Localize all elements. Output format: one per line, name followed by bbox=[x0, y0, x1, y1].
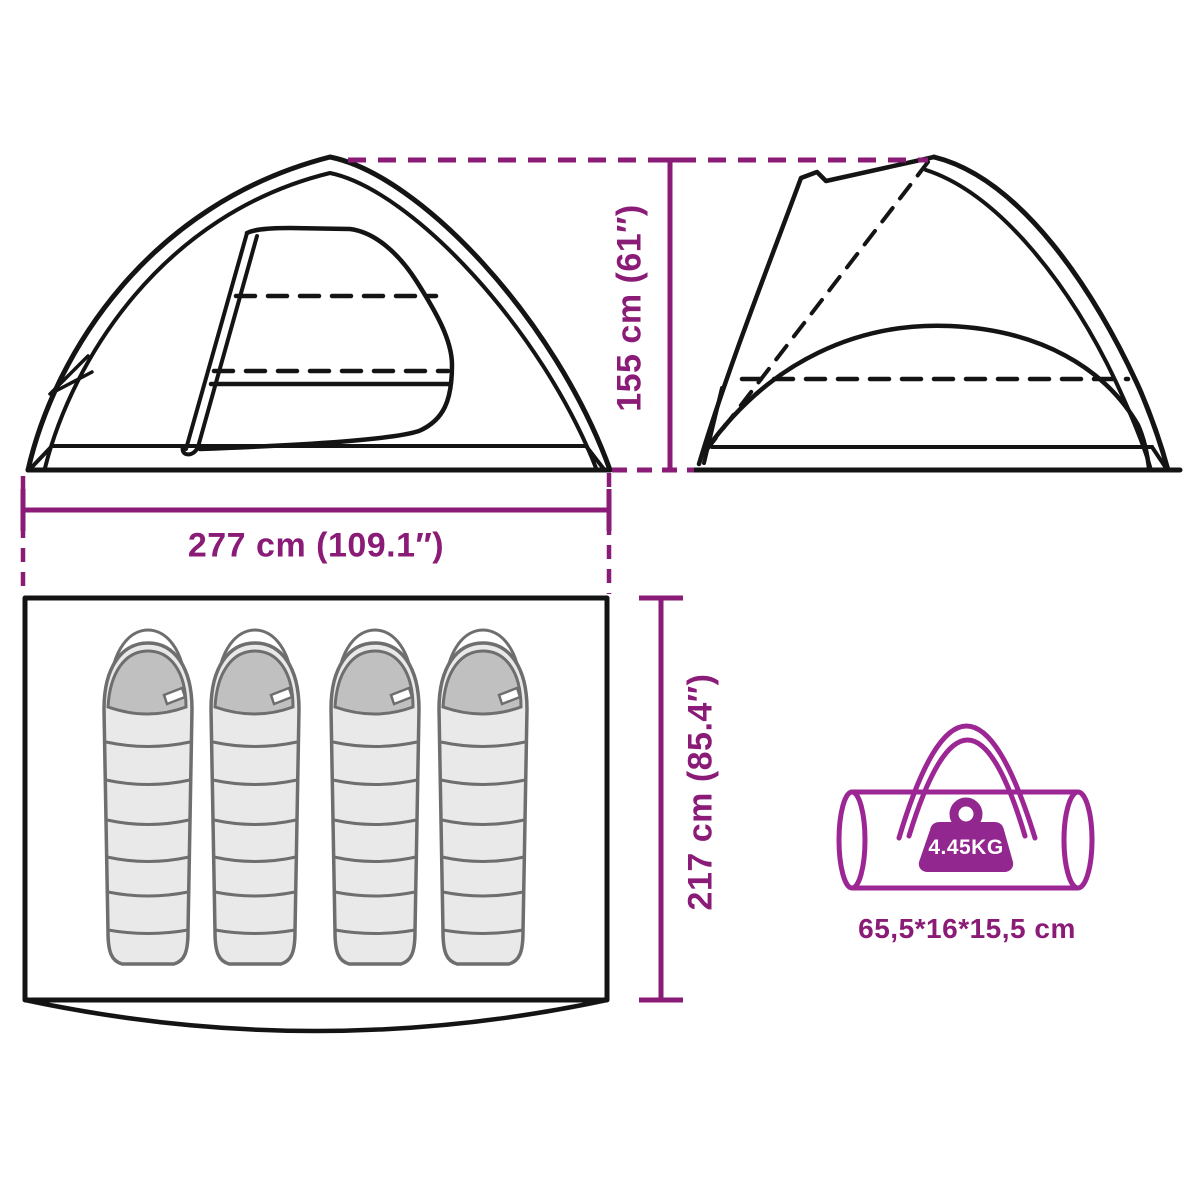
depth-dimension-label: 217 cm (85.4″) bbox=[681, 673, 720, 911]
height-dimension-label: 155 cm (61″) bbox=[610, 204, 649, 412]
weight-icon bbox=[918, 797, 1014, 872]
sleeping-bag-icon bbox=[102, 628, 194, 966]
bag-weight-label: 4.45KG bbox=[928, 836, 1004, 859]
tent-side-view-drawing bbox=[25, 154, 613, 473]
height-dimension-line bbox=[348, 157, 928, 473]
sleeping-bag-icon bbox=[329, 628, 421, 966]
sleeping-bag-icon bbox=[437, 628, 529, 966]
carry-bag-drawing bbox=[836, 723, 1095, 891]
floor-plan-drawing bbox=[22, 595, 610, 1034]
tent-rear-view-drawing bbox=[689, 154, 1183, 473]
width-dimension-line bbox=[20, 473, 612, 594]
sleeping-bag-icon bbox=[209, 628, 301, 966]
depth-dimension-line bbox=[639, 595, 683, 1003]
bag-size-label: 65,5*16*15,5 cm bbox=[858, 913, 1076, 944]
width-dimension-label: 277 cm (109.1″) bbox=[187, 526, 445, 565]
